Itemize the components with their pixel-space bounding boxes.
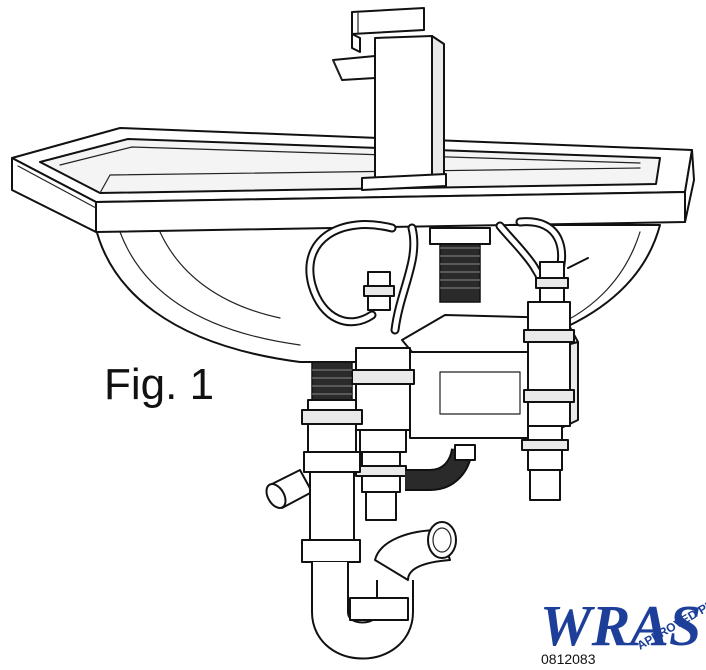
basin-rim [12, 128, 694, 232]
figure-label: Fig. 1 [104, 360, 214, 410]
corrugated-waste-lower [405, 445, 475, 480]
isolating-valve-left [364, 272, 394, 310]
wras-approved-logo: WRAS APPROVED PRODUCT [540, 575, 706, 658]
